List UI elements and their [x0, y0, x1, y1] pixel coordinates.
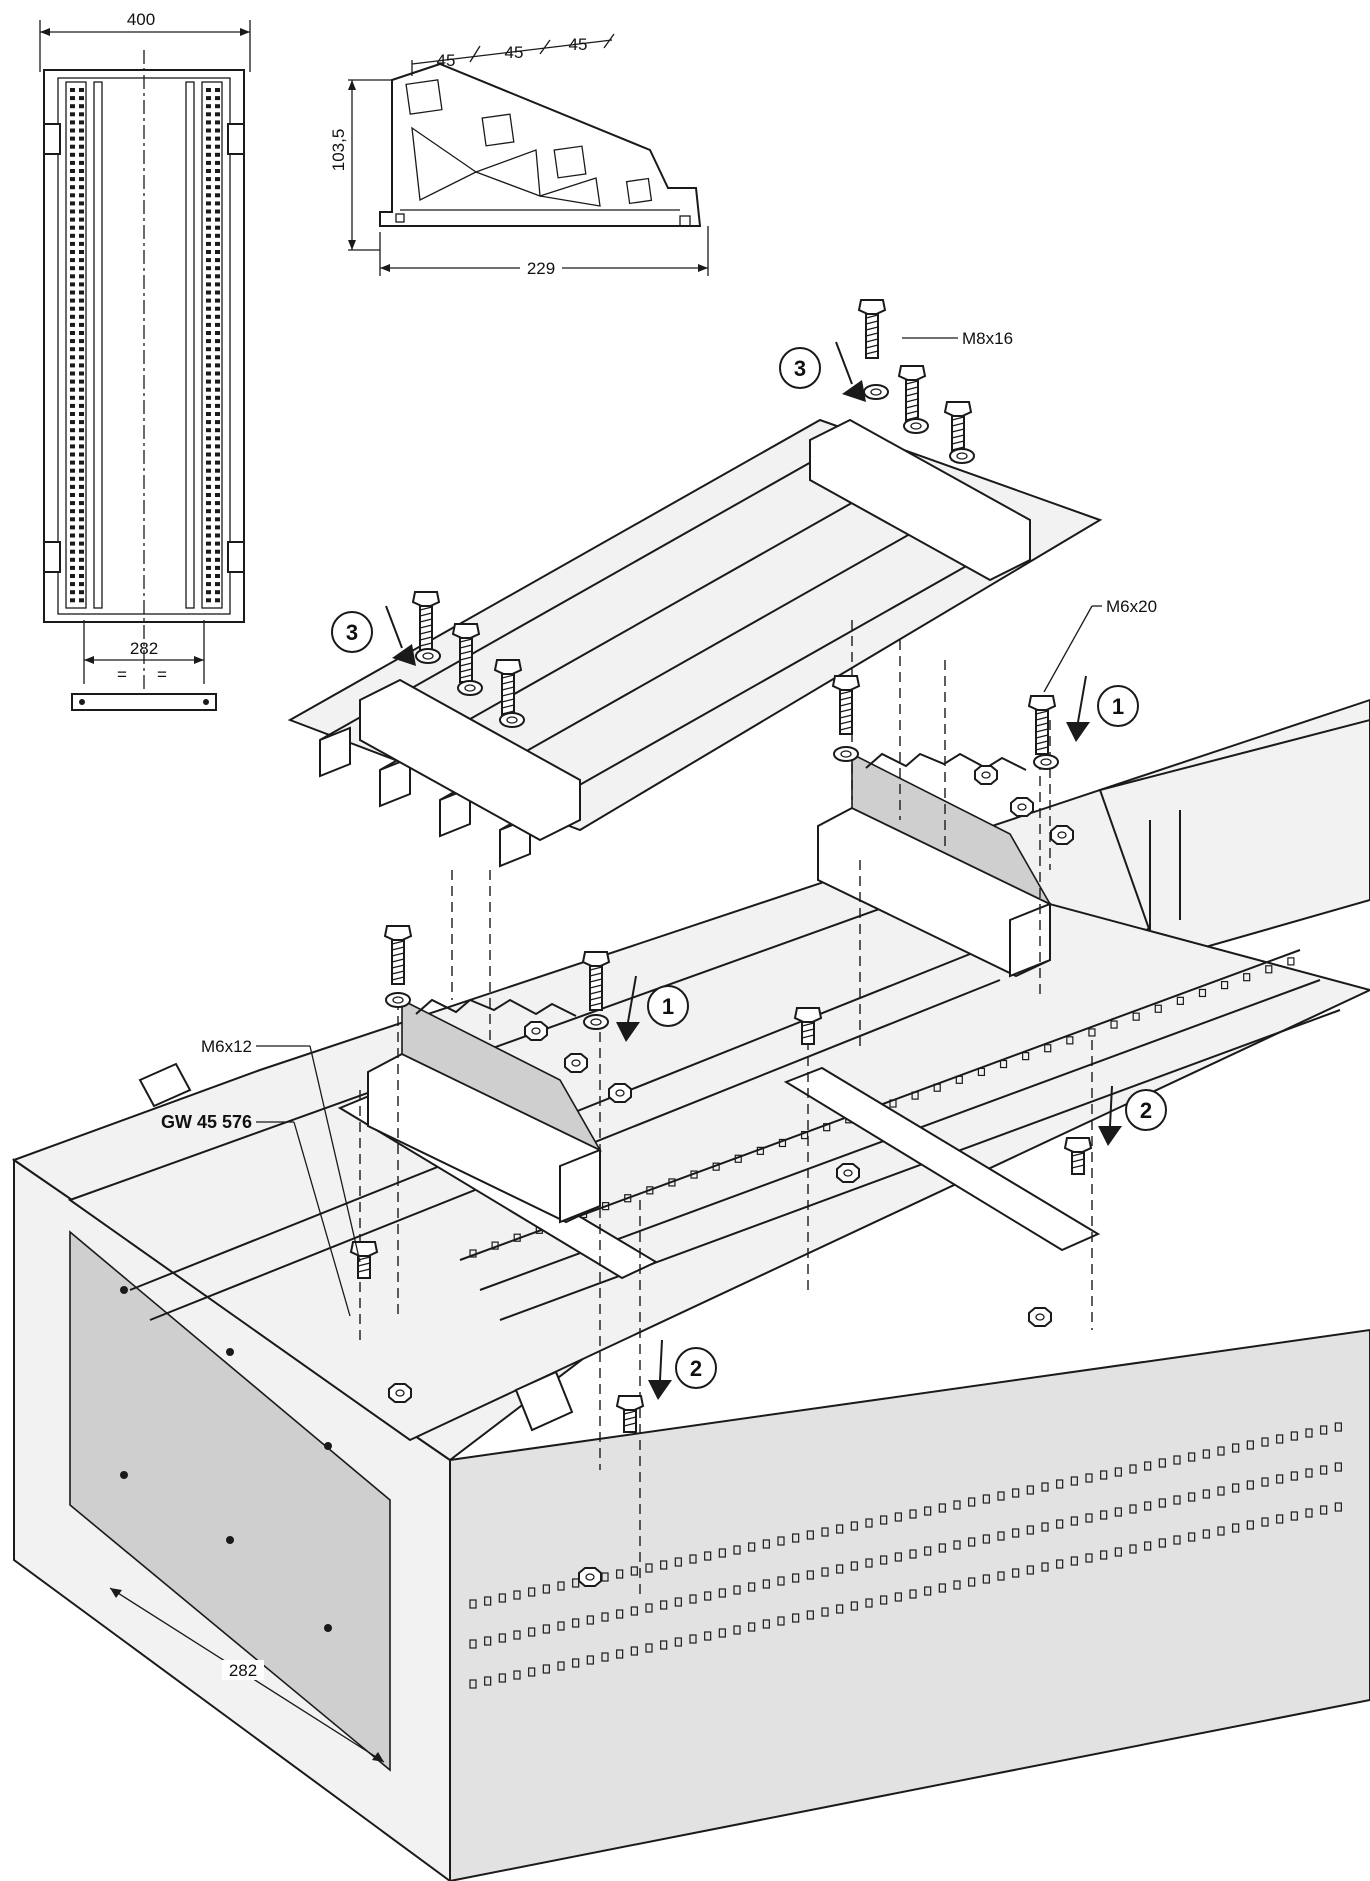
step-marker-3-left: 3: [331, 605, 416, 666]
side-rail-slots: [469, 1422, 1342, 1689]
right-hinge-bottom: [227, 541, 245, 573]
crossbar-plate-rear: [783, 1066, 1101, 1252]
callout-gw-45-576: GW 45 576: [161, 1112, 351, 1317]
left-hinge-bottom: [43, 541, 61, 573]
dim-label-103-5: 103,5: [329, 129, 348, 172]
equal-mark-right: =: [157, 665, 167, 684]
panel-front-view: 400 282 = =: [39, 8, 251, 711]
pitch-label-3: 45: [569, 35, 588, 54]
rail-slot-pattern: [70, 88, 220, 603]
step-marker-2-left: 2: [648, 1339, 717, 1400]
bracket-upper-right: [817, 752, 1052, 978]
pitch-label-2: 45: [505, 43, 524, 62]
svg-text:1: 1: [1112, 694, 1124, 719]
rail-clamp-left: [359, 678, 581, 842]
base-plate: [71, 693, 217, 711]
right-hinge-top: [227, 123, 245, 155]
left-hinge-top: [43, 123, 61, 155]
label-m6x12: M6x12: [201, 1037, 252, 1056]
callout-m6x20: M6x20: [1043, 597, 1157, 693]
svg-text:2: 2: [1140, 1098, 1152, 1123]
cabinet-hinge: [138, 1062, 192, 1108]
din-rail-assembly: [287, 418, 1103, 868]
callout-m6x12: M6x12: [201, 1037, 361, 1263]
equal-mark-left: =: [117, 665, 127, 684]
step-marker-1-left: 1: [616, 975, 689, 1042]
callout-m8x16: M8x16: [902, 329, 1013, 348]
pitch-label-1: 45: [437, 51, 456, 70]
dim-label-282-top: 282: [130, 639, 158, 658]
dim-label-229: 229: [527, 259, 555, 278]
svg-text:2: 2: [690, 1356, 702, 1381]
svg-text:3: 3: [346, 620, 358, 645]
bracket-lower-left: [367, 998, 602, 1224]
bracket-profile-view: 45 45 45 103,5 229: [329, 33, 709, 278]
svg-text:3: 3: [794, 356, 806, 381]
fasteners: [349, 299, 1093, 1587]
front-latch: [514, 1370, 574, 1432]
dim-label-400: 400: [127, 10, 155, 29]
svg-text:1: 1: [662, 994, 674, 1019]
front-access-plate: [69, 1230, 391, 1772]
label-gw-45-576: GW 45 576: [161, 1112, 252, 1132]
step-marker-3-right: 3: [779, 341, 866, 402]
step-marker-1-right: 1: [1066, 675, 1139, 742]
label-m8x16: M8x16: [962, 329, 1013, 348]
dim-label-282-base: 282: [229, 1661, 257, 1680]
cabinet-side-face: [449, 1328, 1370, 1881]
isometric-assembly: 282: [11, 299, 1370, 1881]
bracket-outline: [379, 62, 702, 227]
rail-clamp-right: [809, 418, 1031, 582]
step-marker-2-right: 2: [1098, 1085, 1167, 1146]
label-m6x20: M6x20: [1106, 597, 1157, 616]
